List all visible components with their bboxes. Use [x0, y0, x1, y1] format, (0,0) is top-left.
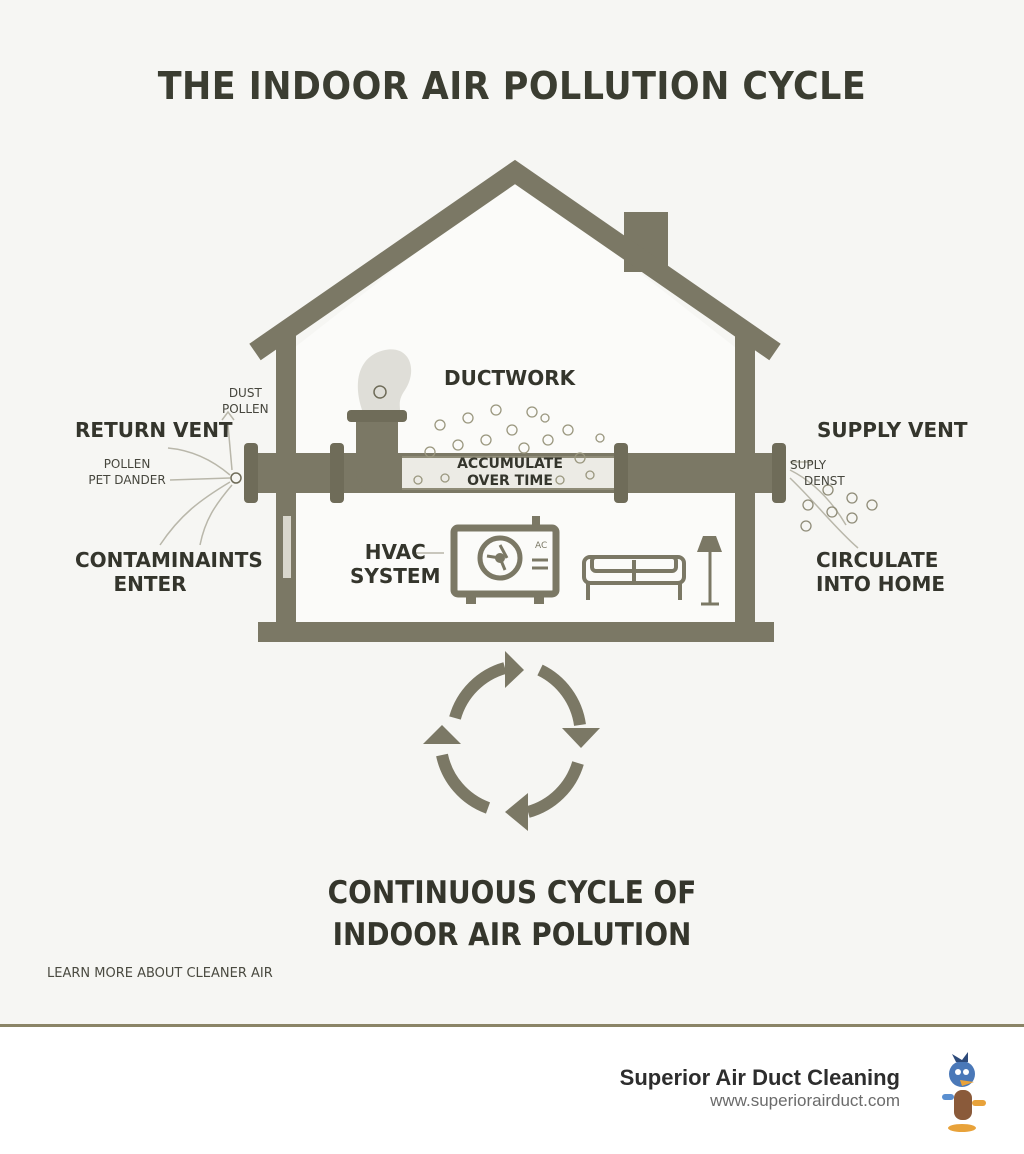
duct-joint-2	[330, 443, 344, 503]
elbow-flange	[347, 410, 407, 422]
accumulate-line1: ACCUMULATE	[457, 456, 563, 472]
circulate-label: CIRCULATE INTO HOME	[816, 548, 946, 596]
dust-label: DUST	[228, 386, 262, 400]
page-title: THE INDOOR AIR POLLUTION CYCLE	[157, 64, 867, 108]
pollen-left-label: POLLEN	[103, 457, 151, 471]
company-name: Superior Air Duct Cleaning	[619, 1065, 900, 1090]
contaminants-label: CONTAMINAINTS ENTER	[75, 548, 263, 596]
hvac-label: HVAC SYSTEM	[350, 540, 441, 588]
particle-icon	[373, 385, 387, 399]
footer	[0, 1027, 1024, 1154]
circulate-line2: INTO HOME	[816, 572, 946, 596]
dust-particles	[413, 404, 605, 485]
wall-slot	[283, 516, 291, 578]
duct-joint-3	[614, 443, 628, 503]
dust-pollen-label: DUST POLLEN	[222, 385, 269, 417]
contaminants-line2: ENTER	[113, 572, 187, 596]
duct-elbow	[356, 420, 402, 493]
ductwork-label: DUCTWORK	[444, 366, 576, 390]
cycle-caption: CONTINUOUS CYCLE OF INDOOR AIR POLUTION	[51, 872, 973, 956]
accumulate-line2: OVER TIME	[467, 473, 553, 489]
house-diagram	[159, 159, 878, 831]
hvac-line1: HVAC	[364, 540, 426, 564]
hvac-line2: SYSTEM	[350, 564, 441, 588]
roof	[249, 159, 781, 361]
house-interior	[285, 175, 745, 630]
pollen-dander-label: POLLEN PET DANDER	[77, 456, 177, 488]
cycle-caption-line2: INDOOR AIR POLUTION	[332, 917, 692, 953]
cycle-arrows-icon	[436, 662, 586, 818]
sofa-icon	[582, 555, 686, 600]
floor-lamp-icon	[697, 536, 722, 606]
circulate-line1: CIRCULATE	[816, 548, 939, 572]
supply-vent-label: SUPPLY VENT	[817, 418, 968, 442]
return-vent-label: RETURN VENT	[75, 418, 233, 442]
supply-particles	[800, 484, 878, 532]
company-url[interactable]: www.superiorairduct.com	[710, 1091, 900, 1110]
pollen-top-label: POLLEN	[222, 402, 269, 416]
cycle-caption-line1: CONTINUOUS CYCLE OF	[327, 875, 697, 911]
mascot-logo	[942, 1052, 986, 1132]
contaminants-line1: CONTAMINAINTS	[75, 548, 263, 572]
vapor-plume	[357, 349, 412, 410]
ac-unit-icon	[450, 516, 560, 604]
dust-particle-icon	[230, 472, 242, 484]
cycle-arrowheads	[423, 651, 600, 831]
floor	[258, 622, 774, 642]
ac-label: AC	[535, 541, 548, 551]
duct-joint-left	[244, 443, 258, 503]
contaminant-arrows	[159, 410, 235, 546]
pet-dander-label: PET DANDER	[88, 473, 166, 487]
learn-more-link[interactable]: LEARN MORE ABOUT CLEANER AIR	[47, 966, 273, 981]
supply-small-line1: SUPLY	[790, 458, 827, 472]
duct-joint-right	[772, 443, 786, 503]
footer-divider	[0, 1024, 1024, 1027]
supply-small-label: SUPLY DENST	[790, 457, 845, 489]
accumulate-label: ACCUMULATE OVER TIME	[420, 456, 600, 490]
supply-arrows	[789, 461, 859, 549]
supply-small-line2: DENST	[804, 474, 845, 488]
